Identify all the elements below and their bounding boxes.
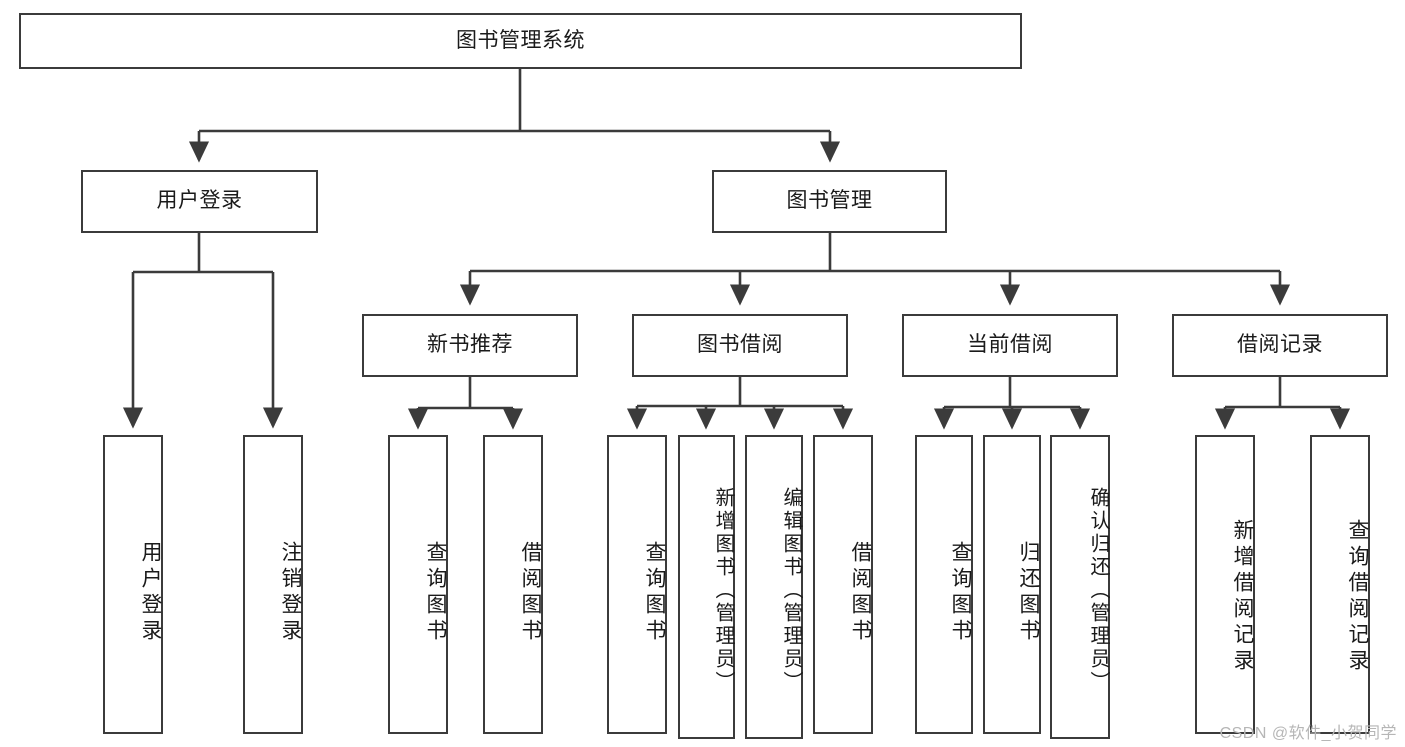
node-leaf-query-book-3-label: 查询图书 [949,540,972,645]
node-current-borrow-label: 当前借阅 [967,333,1053,357]
node-leaf-confirm-return-admin-label: 确认归还（管理员） [1087,486,1109,694]
node-leaf-return-book[interactable]: 归还图书 [983,435,1041,734]
node-book-manage[interactable]: 图书管理 [712,170,947,233]
node-book-borrow-label: 图书借阅 [697,333,783,357]
csdn-watermark: CSDN @软件_小贺同学 [1219,725,1397,742]
node-user-login-label: 用户登录 [156,189,243,213]
node-leaf-borrow-book-2[interactable]: 借阅图书 [813,435,873,734]
node-leaf-query-book-2[interactable]: 查询图书 [607,435,667,734]
node-leaf-query-borrow-record[interactable]: 查询借阅记录 [1310,435,1370,734]
node-leaf-query-book-1-label: 查询图书 [424,540,447,645]
node-leaf-return-book-label: 归还图书 [1017,540,1040,645]
node-leaf-query-book-2-label: 查询图书 [643,540,666,645]
node-leaf-logout-login[interactable]: 注销登录 [243,435,303,734]
node-leaf-add-book-admin-label: 新增图书（管理员） [712,486,734,694]
node-leaf-user-login-label: 用户登录 [139,540,162,645]
node-leaf-user-login[interactable]: 用户登录 [103,435,163,734]
node-root-label: 图书管理系统 [456,28,585,52]
node-borrow-record[interactable]: 借阅记录 [1172,314,1388,377]
node-leaf-edit-book-admin-label: 编辑图书（管理员） [780,486,802,694]
node-leaf-query-book-1[interactable]: 查询图书 [388,435,448,734]
node-leaf-add-book-admin[interactable]: 新增图书（管理员） [678,435,735,739]
node-new-book-recommend-label: 新书推荐 [427,333,513,357]
node-current-borrow[interactable]: 当前借阅 [902,314,1118,377]
node-leaf-confirm-return-admin[interactable]: 确认归还（管理员） [1050,435,1110,739]
node-book-manage-label: 图书管理 [786,189,873,213]
node-new-book-recommend[interactable]: 新书推荐 [362,314,578,377]
node-leaf-add-borrow-record[interactable]: 新增借阅记录 [1195,435,1255,734]
node-root[interactable]: 图书管理系统 [19,13,1022,69]
node-user-login[interactable]: 用户登录 [81,170,318,233]
node-borrow-record-label: 借阅记录 [1237,333,1323,357]
node-leaf-borrow-book-2-label: 借阅图书 [849,540,872,645]
node-leaf-query-borrow-record-label: 查询借阅记录 [1346,518,1369,675]
node-leaf-borrow-book-1-label: 借阅图书 [519,540,542,645]
node-leaf-add-borrow-record-label: 新增借阅记录 [1231,518,1254,675]
node-leaf-query-book-3[interactable]: 查询图书 [915,435,973,734]
node-leaf-logout-login-label: 注销登录 [279,540,302,645]
node-leaf-edit-book-admin[interactable]: 编辑图书（管理员） [745,435,803,739]
node-leaf-borrow-book-1[interactable]: 借阅图书 [483,435,543,734]
node-book-borrow[interactable]: 图书借阅 [632,314,848,377]
